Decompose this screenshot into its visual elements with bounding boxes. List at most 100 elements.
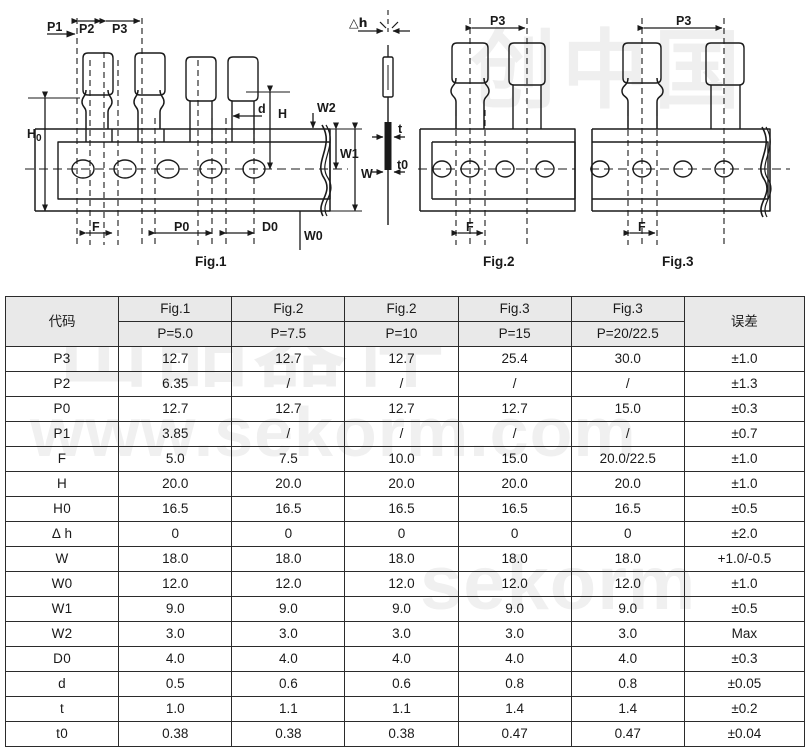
spec-table-container: 代码 Fig.1 Fig.2 Fig.2 Fig.3 Fig.3 误差 P=5.… <box>4 296 806 747</box>
cell-r9-c0: 12.0 <box>118 571 233 597</box>
header-fig-4: Fig.3 <box>570 296 685 322</box>
cell-r1-c2: / <box>344 371 459 397</box>
row-tolerance-15: ±0.04 <box>683 721 806 747</box>
caption-fig2: Fig.2 <box>483 254 515 269</box>
cell-r6-c1: 16.5 <box>231 496 346 522</box>
row-code-6: H0 <box>4 496 120 522</box>
cell-r13-c1: 0.6 <box>231 671 346 697</box>
label-p3-fig2: P3 <box>490 14 505 28</box>
row-code-3: P1 <box>4 421 120 447</box>
cell-r9-c1: 12.0 <box>231 571 346 597</box>
label-p0: P0 <box>174 220 189 234</box>
cell-r1-c0: 6.35 <box>118 371 233 397</box>
cell-r12-c2: 4.0 <box>344 646 459 672</box>
row-code-2: P0 <box>4 396 120 422</box>
row-tolerance-0: ±1.0 <box>683 346 806 372</box>
caption-fig1: Fig.1 <box>195 254 227 269</box>
cell-r14-c2: 1.1 <box>344 696 459 722</box>
cell-r12-c4: 4.0 <box>570 646 685 672</box>
label-t0: t0 <box>397 158 408 172</box>
row-code-5: H <box>4 471 120 497</box>
cell-r4-c1: 7.5 <box>231 446 346 472</box>
row-tolerance-8: +1.0/-0.5 <box>683 546 806 572</box>
taping-spec-table: 代码 Fig.1 Fig.2 Fig.2 Fig.3 Fig.3 误差 P=5.… <box>4 296 806 747</box>
label-delta-h: △h <box>349 15 368 30</box>
cell-r5-c4: 20.0 <box>570 471 685 497</box>
row-code-8: W <box>4 546 120 572</box>
cell-r0-c1: 12.7 <box>231 346 346 372</box>
row-tolerance-6: ±0.5 <box>683 496 806 522</box>
cell-r8-c1: 18.0 <box>231 546 346 572</box>
label-w: W <box>361 167 373 181</box>
cell-r13-c3: 0.8 <box>457 671 572 697</box>
row-tolerance-10: ±0.5 <box>683 596 806 622</box>
cell-r14-c0: 1.0 <box>118 696 233 722</box>
cell-r0-c2: 12.7 <box>344 346 459 372</box>
label-h0: H <box>27 127 36 141</box>
header-row-pitch: P=5.0 P=7.5 P=10 P=15 P=20/22.5 <box>6 321 805 347</box>
label-t: t <box>398 122 403 136</box>
cell-r15-c2: 0.38 <box>344 721 459 747</box>
row-code-1: P2 <box>4 371 120 397</box>
cell-r13-c2: 0.6 <box>344 671 459 697</box>
cell-r10-c3: 9.0 <box>457 596 572 622</box>
cell-r11-c4: 3.0 <box>570 621 685 647</box>
cell-r6-c0: 16.5 <box>118 496 233 522</box>
cell-r6-c2: 16.5 <box>344 496 459 522</box>
fig1-group <box>25 18 362 250</box>
cell-r4-c4: 20.0/22.5 <box>570 446 685 472</box>
cell-r15-c4: 0.47 <box>570 721 685 747</box>
fig3-group <box>590 18 790 245</box>
label-d: d <box>258 102 266 116</box>
row-tolerance-4: ±1.0 <box>683 446 806 472</box>
cell-r12-c0: 4.0 <box>118 646 233 672</box>
cell-r15-c1: 0.38 <box>231 721 346 747</box>
cell-r3-c0: 3.85 <box>118 421 233 447</box>
thickness-detail-group <box>358 10 410 225</box>
technical-drawing-area: P1 P2 P3 H 0 H d W2 W1 W F P0 D0 W0 Fig.… <box>0 0 810 292</box>
row-tolerance-5: ±1.0 <box>683 471 806 497</box>
label-w1: W1 <box>340 147 359 161</box>
header-pitch-2: P=10 <box>344 321 459 347</box>
label-d0: D0 <box>262 220 278 234</box>
row-tolerance-9: ±1.0 <box>683 571 806 597</box>
cell-r4-c2: 10.0 <box>344 446 459 472</box>
cell-r7-c1: 0 <box>231 521 346 547</box>
cell-r5-c0: 20.0 <box>118 471 233 497</box>
row-tolerance-12: ±0.3 <box>683 646 806 672</box>
row-code-0: P3 <box>4 346 120 372</box>
cell-r3-c4: / <box>570 421 685 447</box>
cell-r6-c4: 16.5 <box>570 496 685 522</box>
cell-r6-c3: 16.5 <box>457 496 572 522</box>
cell-r13-c0: 0.5 <box>118 671 233 697</box>
cell-r4-c0: 5.0 <box>118 446 233 472</box>
cell-r1-c1: / <box>231 371 346 397</box>
header-fig-2: Fig.2 <box>344 296 459 322</box>
row-tolerance-1: ±1.3 <box>683 371 806 397</box>
header-fig-0: Fig.1 <box>118 296 233 322</box>
header-code: 代码 <box>4 296 120 347</box>
cell-r11-c0: 3.0 <box>118 621 233 647</box>
cell-r2-c2: 12.7 <box>344 396 459 422</box>
header-fig-3: Fig.3 <box>457 296 572 322</box>
row-code-14: t <box>4 696 120 722</box>
cell-r0-c0: 12.7 <box>118 346 233 372</box>
cell-r3-c2: / <box>344 421 459 447</box>
cell-r7-c0: 0 <box>118 521 233 547</box>
cell-r5-c3: 20.0 <box>457 471 572 497</box>
cell-r14-c4: 1.4 <box>570 696 685 722</box>
cell-r10-c0: 9.0 <box>118 596 233 622</box>
row-code-10: W1 <box>4 596 120 622</box>
label-p3-fig3: P3 <box>676 14 691 28</box>
cell-r2-c3: 12.7 <box>457 396 572 422</box>
cell-r12-c1: 4.0 <box>231 646 346 672</box>
header-row-figure: 代码 Fig.1 Fig.2 Fig.2 Fig.3 Fig.3 误差 <box>4 296 806 347</box>
